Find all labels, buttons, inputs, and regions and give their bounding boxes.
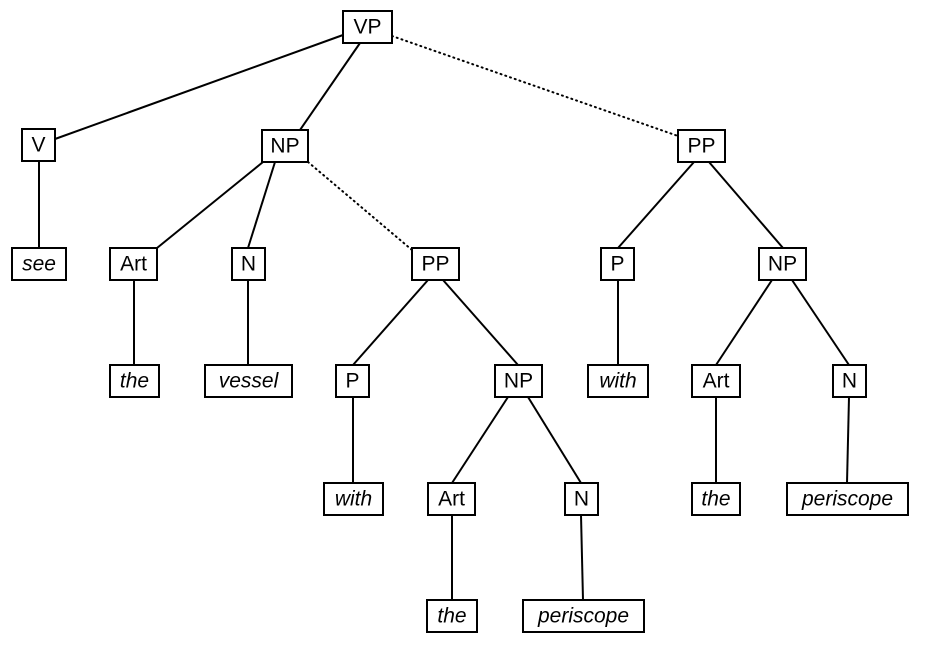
node-box-vessel <box>204 364 293 398</box>
tree-edge-vp-to-np1 <box>299 42 361 131</box>
tree-node-pp-mid[interactable]: PP <box>411 247 460 281</box>
tree-node-the1[interactable]: the <box>109 364 160 398</box>
node-label-vp: VP <box>353 16 381 39</box>
tree-edge-np1-to-n1 <box>247 161 276 249</box>
node-box-np-mid <box>494 364 543 398</box>
node-label-the-r: the <box>701 488 730 511</box>
node-box-peri-r <box>786 482 909 516</box>
node-box-p-right <box>600 247 635 281</box>
node-label-pp-mid: PP <box>421 253 449 276</box>
tree-edge-np-mid-to-art-mid <box>451 396 509 484</box>
tree-node-with-r[interactable]: with <box>587 364 649 398</box>
node-label-n-right: N <box>842 370 857 393</box>
tree-node-vessel[interactable]: vessel <box>204 364 293 398</box>
tree-edge-vp-to-pp-right <box>391 35 679 137</box>
tree-edge-pp-mid-to-p-mid <box>352 279 429 366</box>
node-label-vessel: vessel <box>219 370 280 393</box>
node-box-art1 <box>109 247 158 281</box>
node-label-with-r: with <box>599 370 636 393</box>
node-box-pp-right <box>677 129 726 163</box>
tree-node-art-right[interactable]: Art <box>691 364 741 398</box>
node-box-np-right <box>758 247 807 281</box>
node-label-p-right: P <box>610 253 624 276</box>
tree-node-p-mid[interactable]: P <box>335 364 370 398</box>
tree-node-with-m[interactable]: with <box>323 482 384 516</box>
tree-node-the-m[interactable]: the <box>426 599 478 633</box>
tree-edge-pp-right-to-p-right <box>617 161 695 249</box>
node-label-n-mid: N <box>574 488 589 511</box>
node-box-pp-mid <box>411 247 460 281</box>
tree-node-v[interactable]: V <box>21 128 56 162</box>
tree-node-n-mid[interactable]: N <box>564 482 599 516</box>
tree-edge-np-mid-to-n-mid <box>527 396 582 484</box>
node-box-art-right <box>691 364 741 398</box>
node-box-with-m <box>323 482 384 516</box>
tree-node-np-right[interactable]: NP <box>758 247 807 281</box>
node-label-np-right: NP <box>768 253 797 276</box>
tree-node-peri-r[interactable]: periscope <box>786 482 909 516</box>
tree-node-pp-right[interactable]: PP <box>677 129 726 163</box>
tree-node-n-right[interactable]: N <box>832 364 867 398</box>
tree-edge-n-right-to-peri-r <box>846 396 850 484</box>
tree-edge-np-right-to-n-right <box>791 279 850 366</box>
node-box-the-r <box>691 482 741 516</box>
tree-node-the-r[interactable]: the <box>691 482 741 516</box>
tree-node-see[interactable]: see <box>11 247 67 281</box>
tree-node-n1[interactable]: N <box>231 247 266 281</box>
node-label-peri-m: periscope <box>537 605 629 628</box>
tree-node-np1[interactable]: NP <box>261 129 309 163</box>
tree-edge-layer <box>38 34 850 601</box>
node-box-n-right <box>832 364 867 398</box>
node-label-v: V <box>31 134 45 157</box>
node-box-art-mid <box>427 482 476 516</box>
node-box-vp <box>342 10 393 44</box>
tree-edge-np1-to-pp-mid <box>307 161 413 251</box>
node-label-p-mid: P <box>345 370 359 393</box>
tree-node-peri-m[interactable]: periscope <box>522 599 645 633</box>
node-label-pp-right: PP <box>687 135 715 158</box>
tree-edge-pp-right-to-np-right <box>708 161 784 249</box>
node-box-p-mid <box>335 364 370 398</box>
node-box-the1 <box>109 364 160 398</box>
node-box-n-mid <box>564 482 599 516</box>
node-box-peri-m <box>522 599 645 633</box>
node-box-n1 <box>231 247 266 281</box>
node-label-the1: the <box>120 370 149 393</box>
tree-node-art-mid[interactable]: Art <box>427 482 476 516</box>
node-label-see: see <box>22 253 56 276</box>
tree-node-p-right[interactable]: P <box>600 247 635 281</box>
tree-node-vp[interactable]: VP <box>342 10 393 44</box>
node-label-with-m: with <box>335 488 372 511</box>
node-label-art-right: Art <box>703 370 730 393</box>
tree-edge-np-right-to-art-right <box>715 279 773 366</box>
node-label-np1: NP <box>270 135 299 158</box>
tree-edge-np1-to-art1 <box>156 161 264 249</box>
node-label-art-mid: Art <box>438 488 465 511</box>
tree-edge-vp-to-v <box>54 34 344 140</box>
tree-node-np-mid[interactable]: NP <box>494 364 543 398</box>
node-label-peri-r: periscope <box>801 488 893 511</box>
node-label-n1: N <box>241 253 256 276</box>
node-label-the-m: the <box>437 605 466 628</box>
tree-node-art1[interactable]: Art <box>109 247 158 281</box>
node-box-v <box>21 128 56 162</box>
node-box-with-r <box>587 364 649 398</box>
node-box-the-m <box>426 599 478 633</box>
node-box-np1 <box>261 129 309 163</box>
node-box-see <box>11 247 67 281</box>
node-label-art1: Art <box>120 253 147 276</box>
tree-edge-pp-mid-to-np-mid <box>442 279 519 366</box>
tree-edge-n-mid-to-peri-m <box>580 514 584 601</box>
node-label-np-mid: NP <box>504 370 533 393</box>
